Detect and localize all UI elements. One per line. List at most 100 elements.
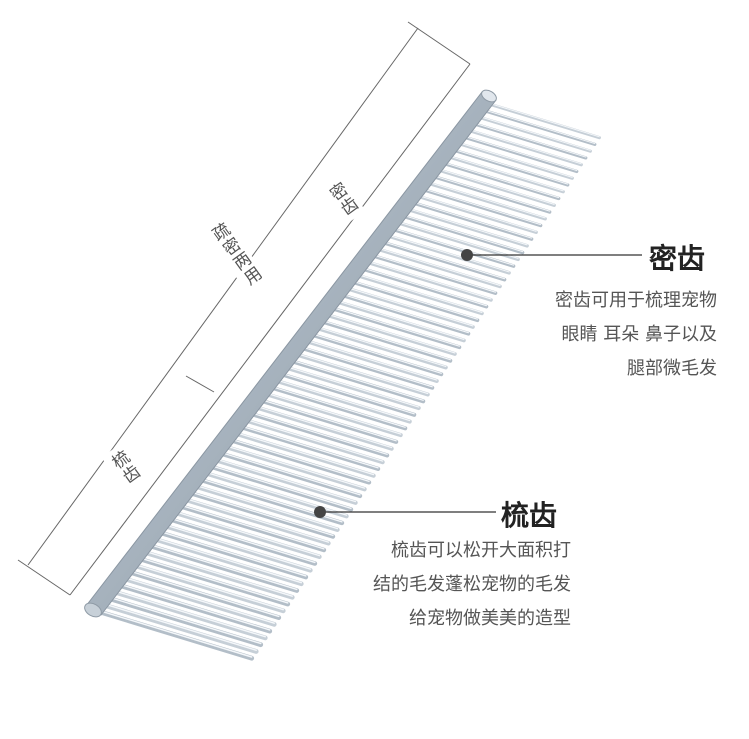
fine-callout-line: 密齿可用于梳理宠物 (555, 290, 717, 311)
comb-tooth-highlight (473, 122, 587, 158)
comb-tooth (133, 563, 286, 614)
comb-tooth (350, 280, 480, 323)
comb-tooth-highlight (230, 438, 370, 482)
comb-tooth (274, 379, 412, 424)
comb-tooth-highlight (316, 326, 447, 368)
comb-tooth (406, 207, 529, 248)
comb-tooth (188, 491, 336, 539)
comb-tooth (310, 332, 444, 377)
comb-tooth-highlight (321, 320, 451, 361)
comb-tooth-highlight (225, 445, 366, 489)
fine-callout-description: 密齿可用于梳理宠物 眼睛 耳朵 鼻子以及 腿部微毛发 (555, 284, 717, 386)
comb-tooth (219, 451, 363, 499)
comb-tooth (360, 267, 489, 309)
comb-tooth-highlight (220, 451, 361, 496)
comb-tooth-highlight (180, 504, 325, 550)
comb-tooth-highlight (392, 227, 515, 266)
comb-tooth (138, 556, 291, 607)
comb-tooth-highlight (240, 425, 379, 469)
comb-tooth-highlight (346, 287, 474, 327)
dimension-tick-bottom-outer (17, 559, 71, 596)
comb-tooth-highlight (336, 300, 465, 341)
comb-tooth-highlight (245, 418, 384, 462)
comb-tooth (148, 543, 300, 593)
comb-tooth-highlight (357, 274, 483, 314)
comb-tooth-highlight (367, 260, 492, 300)
comb-tooth-highlight (255, 405, 393, 449)
comb-tooth (300, 346, 435, 390)
comb-tooth-highlight (271, 386, 406, 428)
comb-tooth (340, 293, 471, 336)
comb-tooth-highlight (407, 208, 528, 246)
comb-tooth-highlight (266, 392, 402, 435)
comb-tooth (446, 155, 565, 194)
comb-tooth-highlight (422, 188, 542, 226)
comb-tooth (193, 484, 340, 532)
comb-tooth (127, 570, 282, 620)
comb-tooth (472, 122, 588, 160)
comb-tooth-highlight (185, 498, 330, 543)
comb-tooth (178, 504, 327, 553)
comb-spine (84, 89, 497, 618)
comb-tooth-highlight (124, 577, 275, 624)
comb-tooth (239, 425, 381, 471)
comb-tooth-highlight (286, 366, 420, 408)
comb-tooth-highlight (144, 550, 294, 597)
comb-tooth (315, 326, 448, 370)
comb-tooth (117, 583, 273, 634)
comb-tooth-highlight (488, 102, 600, 138)
comb-spine-bottom-cap (84, 602, 102, 618)
comb-tooth (355, 273, 484, 316)
comb-tooth (381, 240, 507, 282)
comb-tooth-highlight (397, 221, 519, 259)
comb-tooth (376, 247, 502, 289)
comb-tooth (426, 181, 547, 221)
comb-tooth (229, 438, 372, 485)
comb-tooth (173, 510, 322, 560)
comb-tooth (391, 227, 516, 268)
comb-tooth-highlight (291, 359, 424, 401)
comb-tooth (487, 102, 601, 140)
comb-tooth (482, 108, 597, 146)
comb-tooth (143, 550, 295, 600)
coarse-callout-line: 梳齿可以松开大面积打 (391, 540, 571, 561)
comb-tooth-highlight (417, 194, 537, 232)
coarse-callout-description: 梳齿可以松开大面积打 结的毛发蓬松宠物的毛发 给宠物做美美的造型 (373, 534, 571, 636)
comb-tooth (477, 115, 592, 153)
comb-tooth (214, 458, 358, 505)
comb-tooth-highlight (437, 168, 555, 205)
comb-tooth-highlight (134, 563, 284, 611)
comb-tooth (335, 300, 466, 343)
fine-callout-title: 密齿 (649, 242, 706, 275)
comb-tooth (462, 135, 579, 174)
dimension-tick-top-outer (407, 21, 471, 65)
comb-tooth-highlight (377, 247, 501, 286)
comb-tooth-highlight (443, 162, 560, 199)
comb-tooth (441, 161, 561, 201)
comb-tooth-highlight (149, 544, 298, 591)
comb-tooth (451, 148, 570, 187)
comb-tooth (289, 359, 426, 404)
comb-tooth-highlight (170, 517, 316, 564)
comb-tooth (284, 365, 421, 411)
comb-tooth-highlight (387, 234, 510, 273)
comb-tooth-highlight (372, 254, 497, 293)
dimension-line-fine (69, 63, 471, 596)
comb-tooth (97, 609, 255, 661)
comb-tooth-highlight (139, 557, 289, 604)
comb-tooth (431, 174, 552, 214)
comb-tooth (168, 517, 318, 566)
comb-tooth (320, 319, 453, 363)
dimension-tick-middle (185, 375, 215, 393)
comb-tooth (457, 141, 574, 180)
comb-tooth (244, 418, 385, 465)
comb-tooth-highlight (448, 155, 564, 192)
comb-tooth (107, 596, 264, 648)
comb-tooth-highlight (326, 313, 456, 354)
comb-tooth (208, 464, 354, 512)
comb-tooth (279, 372, 417, 417)
comb-tooth-highlight (301, 346, 433, 388)
comb-tooth (345, 286, 475, 329)
comb-teeth (97, 102, 601, 661)
comb-tooth-highlight (478, 115, 591, 151)
